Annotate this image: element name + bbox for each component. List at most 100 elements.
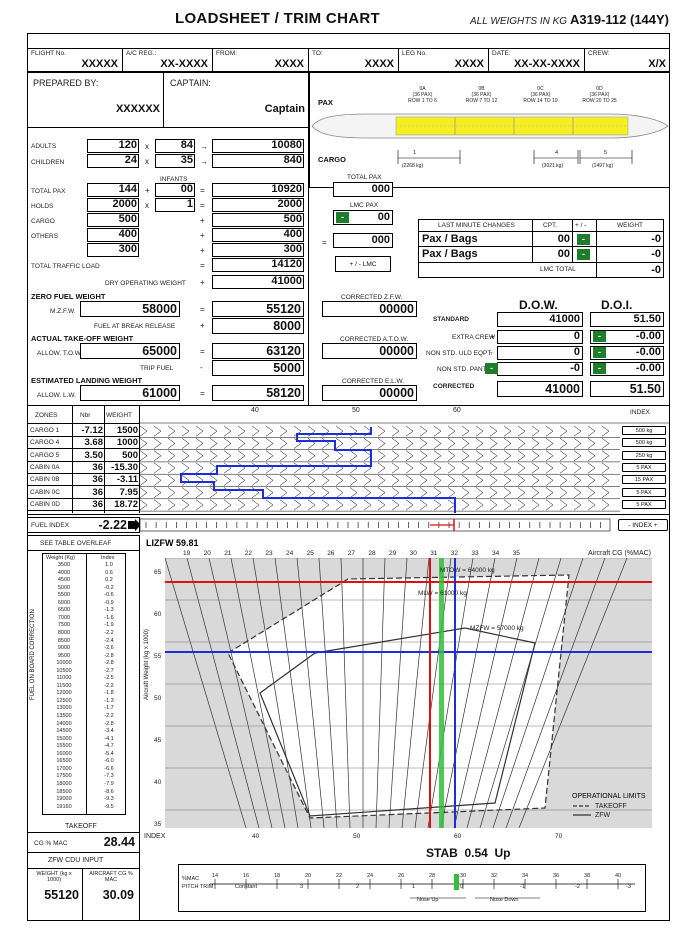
corr-lw-box[interactable] — [322, 385, 417, 401]
others-total: 400 — [283, 228, 302, 240]
others-value-box[interactable] — [87, 228, 139, 242]
fuel-row-weight: 12000 — [56, 690, 72, 697]
cg-axis-tick: 24 — [286, 550, 294, 557]
zone-row-nbr[interactable]: 36 — [92, 498, 103, 510]
fuel-row-index: -7.3 — [104, 773, 114, 780]
corr-tow-box[interactable] — [322, 343, 417, 359]
lmc-row-2-minus-button[interactable]: - — [577, 249, 590, 260]
allow-lw-box — [80, 385, 180, 401]
lmc-toggle-button[interactable]: + / - LMC — [335, 256, 391, 272]
zone-row-nbr[interactable]: -7.12 — [81, 425, 103, 436]
stab-mac-tick: 26 — [398, 873, 405, 879]
extra-crew-dow-box[interactable] — [497, 330, 583, 344]
date-value[interactable]: XX-XX-XXXX — [513, 58, 580, 70]
zone-row-weight[interactable]: -15.30 — [111, 461, 138, 473]
pantry-minus-button[interactable]: - — [485, 363, 498, 374]
holds-count: 2000 — [112, 198, 137, 210]
uld-minus-button[interactable]: - — [593, 347, 606, 358]
zone-row-weight[interactable]: 500 — [122, 449, 138, 461]
zone-row-weight[interactable]: -3.11 — [116, 474, 138, 486]
zone-row-weight[interactable]: 1500 — [116, 425, 138, 436]
zone-row-nbr[interactable]: 3.68 — [84, 437, 104, 449]
flight-no-value[interactable]: XXXXX — [81, 58, 118, 70]
holds-total: 2000 — [277, 198, 302, 210]
stab-mac-tick: 14 — [212, 873, 219, 879]
corr-zfw-label: CORRECTED Z.F.W. — [341, 294, 403, 301]
cg-axis-tick: 26 — [327, 550, 335, 557]
corr-zfw-box[interactable] — [322, 301, 417, 317]
lmc-row-1-minus-button[interactable]: - — [577, 234, 590, 245]
cg-axis-tick: 29 — [389, 550, 397, 557]
crew-label: CREW: — [588, 50, 610, 57]
zone-row-nbr[interactable]: 36 — [92, 486, 103, 498]
stab-trim-tick: 2 — [356, 884, 360, 890]
zones-header: ZONES — [35, 412, 58, 419]
fuel-row-weight: 15500 — [56, 743, 72, 750]
adults-unit-box[interactable] — [155, 139, 195, 153]
zone-row-weight[interactable]: 1000 — [116, 437, 138, 449]
acreg-value[interactable]: XX-XXXX — [160, 58, 208, 70]
zone-row-nbr[interactable]: 36 — [92, 461, 103, 473]
stab-mac-tick: 22 — [336, 873, 343, 879]
zone-row-nbr[interactable]: 3.50 — [84, 449, 104, 461]
cargo-holds-icon — [397, 150, 633, 164]
lmc-row-2-weight[interactable]: -0 — [651, 248, 661, 260]
lmc-row-1-label[interactable]: Pax / Bags — [422, 233, 478, 245]
holds-count-box[interactable] — [87, 198, 139, 212]
zone-row-nbr[interactable]: 36 — [92, 474, 103, 486]
cargo-value: 500 — [118, 213, 137, 225]
from-value[interactable]: XXXX — [274, 58, 304, 70]
cg-axis-tick: 31 — [430, 550, 438, 557]
children-count-box[interactable] — [87, 154, 139, 168]
zfw-box — [212, 301, 304, 317]
fuel-row-index: -8.6 — [104, 788, 114, 795]
cargo-value-box[interactable] — [87, 213, 139, 227]
stab-mac-tick: 16 — [243, 873, 250, 879]
extra-crew-minus-button[interactable]: - — [593, 331, 606, 342]
lmc-row-1-weight[interactable]: -0 — [651, 233, 661, 245]
cg-axis-tick: 32 — [450, 550, 459, 557]
fuel-row-weight: 19160 — [56, 803, 72, 810]
fuel-row-index: -9.5 — [104, 803, 114, 810]
others2-value-box[interactable] — [87, 243, 139, 257]
nose-up-label: Nose Up — [417, 897, 439, 903]
fuel-row-weight: 11000 — [56, 675, 72, 682]
leg-value[interactable]: XXXX — [454, 58, 484, 70]
lmc-row-2-label[interactable]: Pax / Bags — [422, 248, 478, 260]
holds-label: HOLDS — [31, 203, 54, 210]
fuel-row-index: -1.3 — [104, 607, 114, 614]
fuel-break-box[interactable] — [212, 318, 304, 334]
cg-axis-tick: 27 — [347, 550, 356, 557]
fuel-row-weight: 4000 — [57, 569, 71, 576]
trip-fuel-value: 5000 — [273, 361, 301, 375]
zone-row-weight[interactable]: 18.72 — [114, 498, 138, 510]
lmc-row-2-cpt[interactable]: 00 — [557, 248, 570, 260]
stab-mac-tick: 32 — [491, 873, 498, 879]
stab-trim-tick: 1 — [412, 884, 416, 890]
fuel-row-weight: 9500 — [57, 652, 71, 659]
captain-value[interactable]: Captain — [264, 103, 305, 115]
uld-dow-box[interactable] — [497, 346, 583, 360]
adults-count-box[interactable] — [87, 139, 139, 153]
prepared-value[interactable]: XXXXXX — [115, 103, 160, 115]
corr-lw-label: CORRECTED E.L.W. — [342, 378, 405, 385]
holds-mult-box[interactable] — [155, 198, 195, 212]
zone-row-weight[interactable]: 7.95 — [119, 486, 139, 498]
fuel-row-index: -4.1 — [104, 735, 114, 742]
infants-box[interactable] — [155, 183, 195, 197]
crew-value[interactable]: X/X — [648, 58, 666, 70]
cg-axis-tick: 28 — [368, 550, 376, 557]
fuel-row-weight: 11500 — [56, 682, 72, 689]
lmc-pax-minus-button[interactable]: - — [336, 212, 349, 223]
fuel-row-index: -2.7 — [104, 667, 114, 674]
trip-fuel-box[interactable] — [212, 360, 304, 376]
children-unit-box[interactable] — [155, 154, 195, 168]
fuel-row-index: -2.2 — [104, 682, 114, 689]
uld-doi-box — [590, 346, 664, 360]
lmc-row-1-cpt[interactable]: 00 — [557, 233, 570, 245]
doi-header: D.O.I. — [601, 298, 633, 312]
stab-dir: Up — [494, 846, 511, 860]
pantry-doi-minus-button[interactable]: - — [593, 363, 606, 374]
fuel-row-index: 0.6 — [105, 569, 113, 576]
to-value[interactable]: XXXX — [364, 58, 394, 70]
